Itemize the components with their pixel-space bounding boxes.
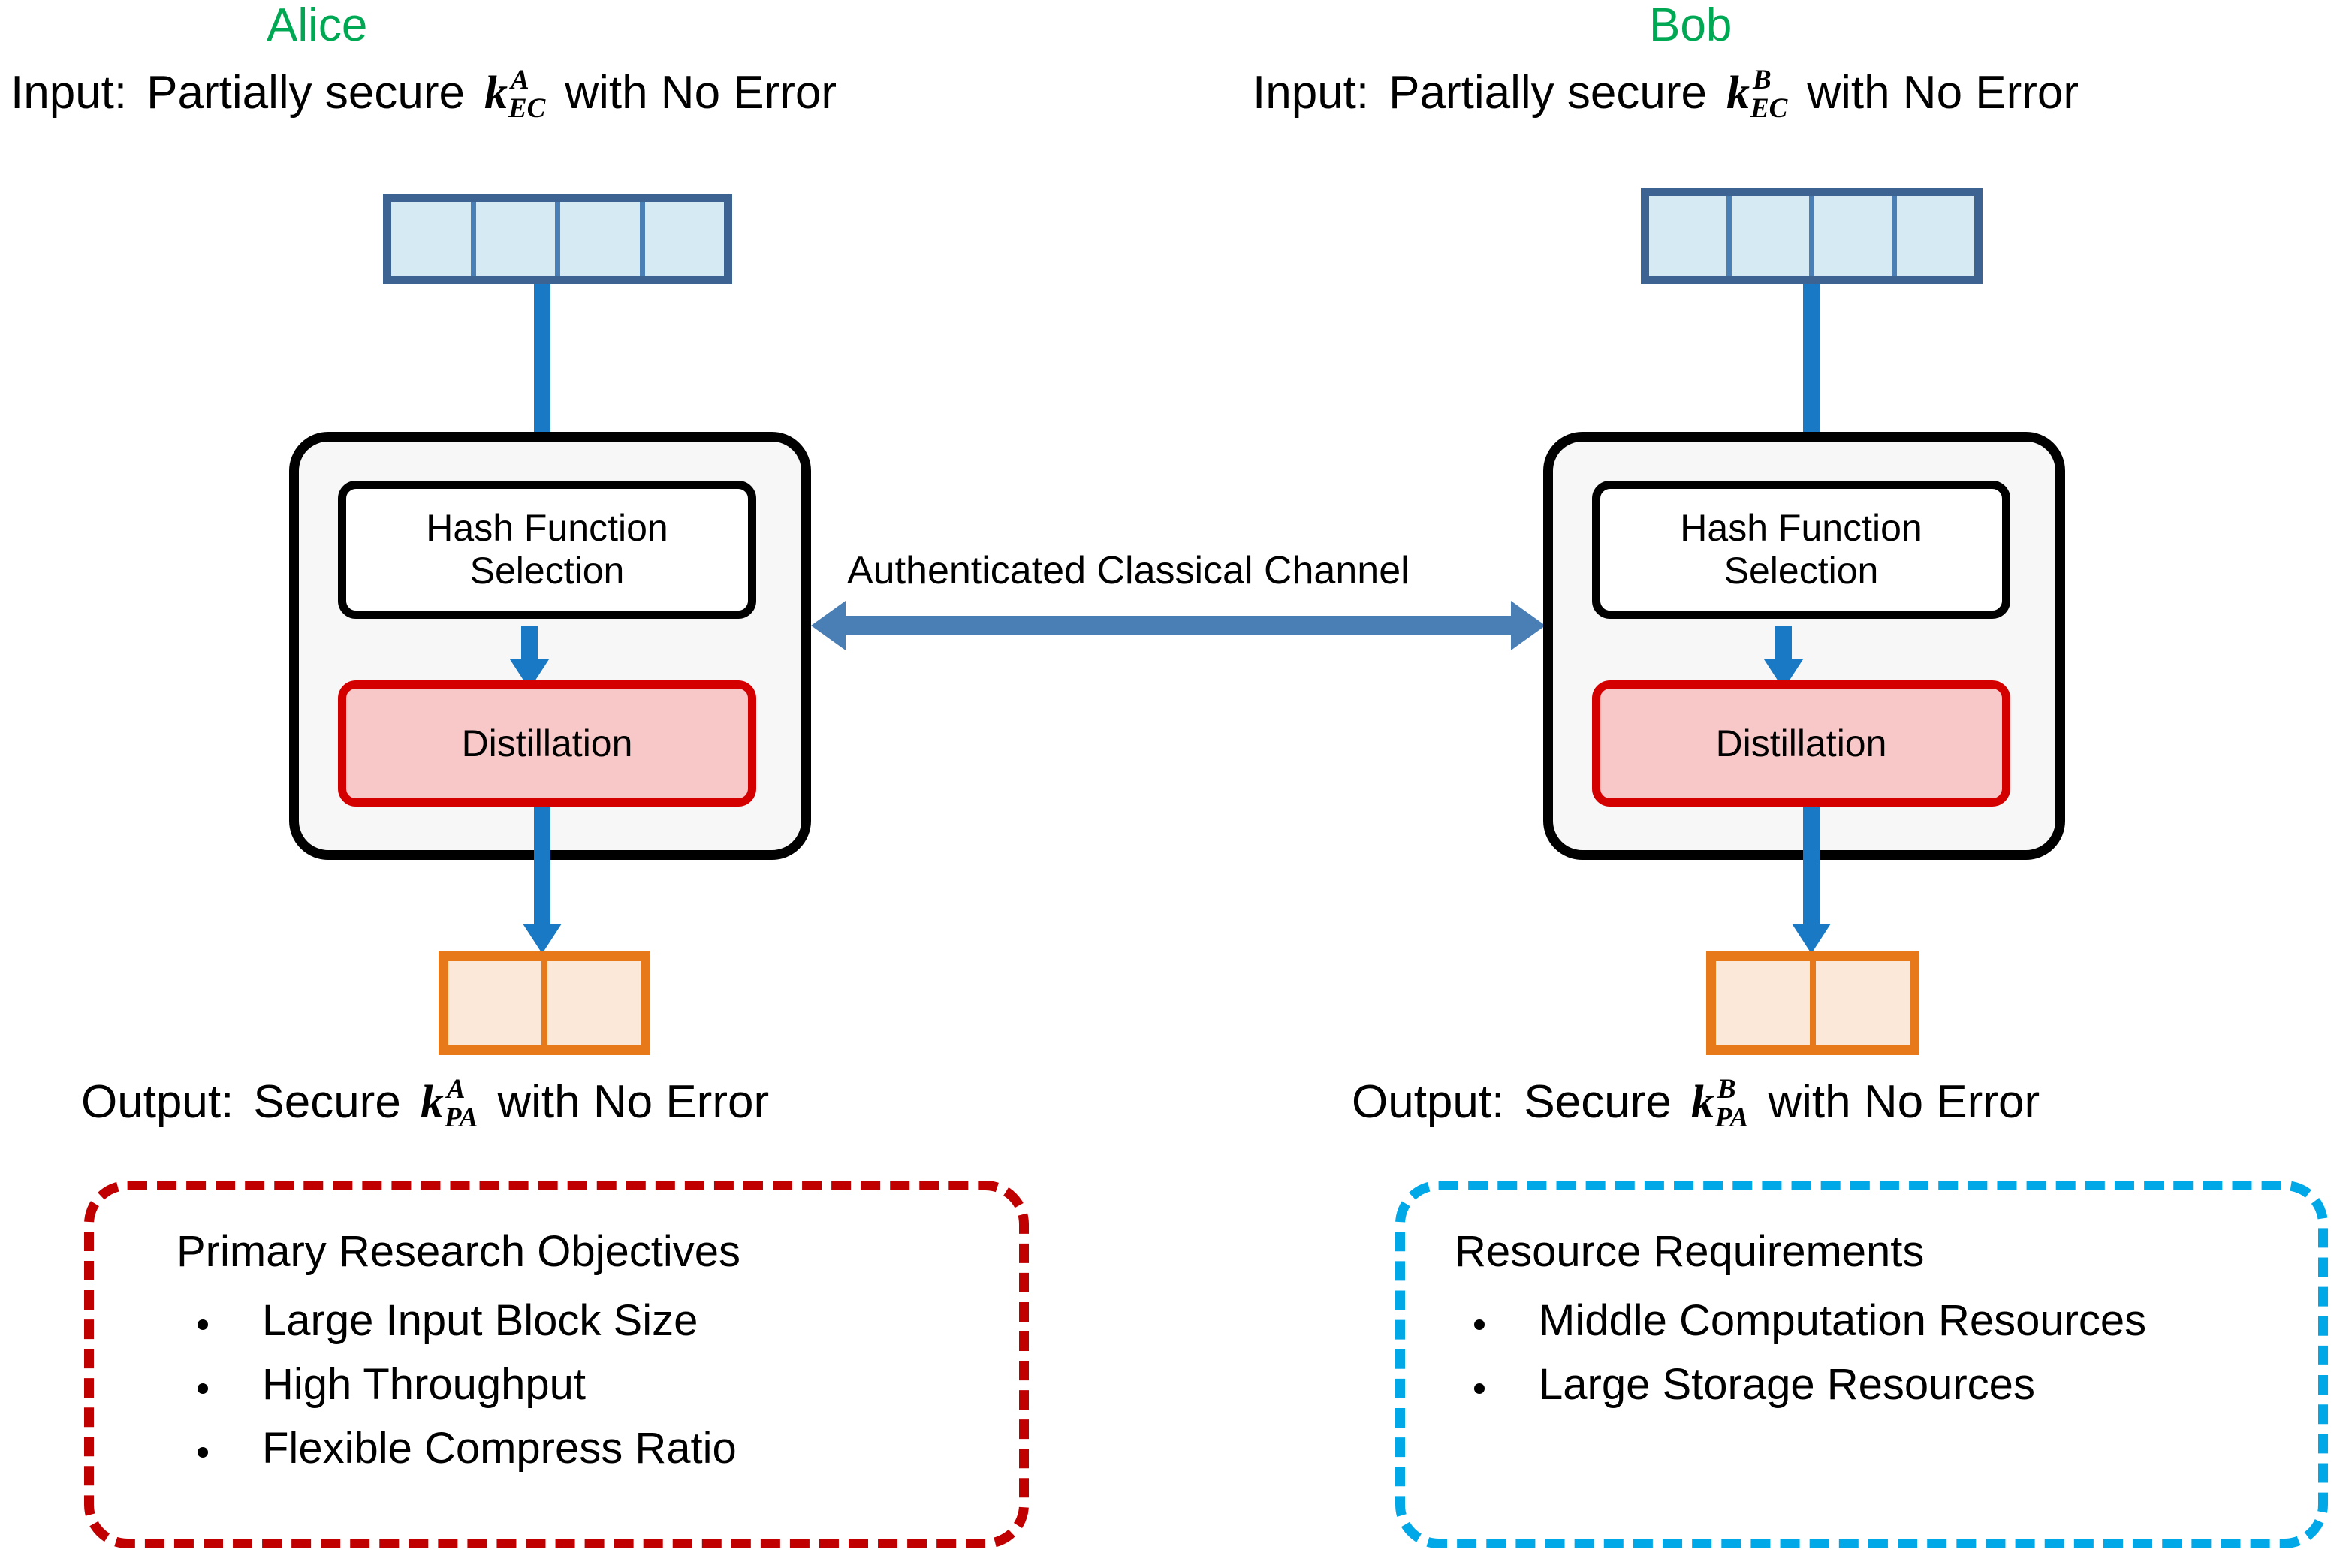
hash-box-line2: Selection	[1723, 550, 1879, 592]
bob-output-middle: Secure	[1524, 1076, 1672, 1128]
alice-objectives-callout: Primary Research Objectives Large Input …	[84, 1181, 1029, 1548]
alice-output-key-base: k	[420, 1077, 444, 1128]
alice-input-middle: Partially secure	[146, 67, 465, 119]
bob-input-middle: Partially secure	[1389, 67, 1707, 119]
list-item: Flexible Compress Ratio	[198, 1423, 737, 1473]
bullet-text: Middle Computation Resources	[1539, 1296, 2147, 1345]
list-item: Large Input Block Size	[198, 1295, 737, 1346]
party-title-bob: Bob	[1649, 0, 1732, 51]
key-cell	[555, 202, 640, 276]
bob-input-prefix: Input:	[1253, 67, 1370, 119]
list-item: Large Storage Resources	[1474, 1359, 2146, 1410]
key-cell	[1809, 196, 1892, 276]
key-cell	[1892, 196, 1974, 276]
bob-hash-function-selection-box[interactable]: Hash Function Selection	[1592, 481, 2010, 619]
bullet-text: Large Input Block Size	[262, 1296, 698, 1345]
bob-output-key-symbol: k B PA	[1690, 1074, 1749, 1144]
bullet-dot-icon	[198, 1319, 208, 1330]
alice-input-key-sup: A	[510, 65, 529, 95]
hash-box-line2: Selection	[469, 550, 625, 592]
resources-bullet-list: Middle Computation Resources Large Stora…	[1474, 1295, 2146, 1423]
bullet-dot-icon	[1474, 1319, 1485, 1330]
list-item: Middle Computation Resources	[1474, 1295, 2146, 1346]
bob-distillation-box[interactable]: Distillation	[1592, 680, 2010, 807]
channel-label: Authenticated Classical Channel	[847, 549, 1410, 593]
bob-arrow-module-to-output	[1789, 807, 1834, 954]
bob-output-suffix: with No Error	[1768, 1076, 2040, 1128]
alice-arrow-hash-to-distillation	[507, 626, 552, 689]
alice-processing-module: Hash Function Selection Distillation	[289, 432, 811, 860]
alice-output-suffix: with No Error	[497, 1076, 770, 1128]
key-cell	[1716, 961, 1810, 1045]
alice-output-key-symbol: k A PA	[420, 1074, 478, 1144]
bob-output-prefix: Output:	[1352, 1076, 1505, 1128]
key-cell	[448, 961, 541, 1045]
bob-input-key-block	[1641, 188, 1983, 284]
alice-output-key-sup: A	[446, 1074, 466, 1105]
key-cell	[639, 202, 725, 276]
bullet-dot-icon	[198, 1383, 208, 1394]
bullet-text: Large Storage Resources	[1539, 1360, 2035, 1409]
key-cell	[1726, 196, 1809, 276]
arrow-head-left-icon	[811, 601, 846, 650]
bob-input-key-sub: EC	[1750, 93, 1788, 125]
list-item: High Throughput	[198, 1359, 737, 1410]
distillation-label: Distillation	[461, 722, 633, 764]
alice-input-prefix: Input:	[11, 67, 128, 119]
alice-arrow-module-to-output	[520, 807, 565, 954]
alice-output-middle: Secure	[253, 1076, 401, 1128]
callout-title-objectives: Primary Research Objectives	[176, 1227, 740, 1276]
key-cell	[541, 961, 641, 1045]
hash-box-line1: Hash Function	[426, 507, 668, 549]
alice-input-key-block	[383, 194, 732, 284]
alice-hash-function-selection-box[interactable]: Hash Function Selection	[338, 481, 756, 619]
bob-processing-module: Hash Function Selection Distillation	[1543, 432, 2065, 860]
bob-input-line: Input: Partially secure k B EC with No E…	[1253, 66, 2079, 134]
key-cell	[1649, 196, 1726, 276]
bullet-text: Flexible Compress Ratio	[262, 1424, 737, 1473]
alice-input-key-symbol: k A EC	[484, 65, 546, 134]
bullet-text: High Throughput	[262, 1360, 587, 1409]
bullet-dot-icon	[198, 1447, 208, 1458]
alice-output-key-block	[439, 951, 650, 1055]
bob-resources-callout: Resource Requirements Middle Computation…	[1395, 1181, 2328, 1548]
alice-output-prefix: Output:	[81, 1076, 234, 1128]
bob-output-key-base: k	[1690, 1077, 1714, 1128]
alice-input-line: Input: Partially secure k A EC with No E…	[11, 66, 837, 134]
arrow-shaft	[844, 616, 1512, 635]
arrow-head-right-icon	[1511, 601, 1545, 650]
alice-distillation-box[interactable]: Distillation	[338, 680, 756, 807]
distillation-label: Distillation	[1715, 722, 1887, 764]
party-title-alice: Alice	[267, 0, 368, 51]
key-cell	[1810, 961, 1910, 1045]
bob-input-suffix: with No Error	[1807, 67, 2079, 119]
key-cell	[470, 202, 556, 276]
callout-title-resources: Resource Requirements	[1455, 1227, 1925, 1276]
bob-output-key-block	[1706, 951, 1919, 1055]
bullet-dot-icon	[1474, 1383, 1485, 1394]
bob-output-line: Output: Secure k B PA with No Error	[1352, 1075, 2040, 1144]
bob-input-key-sup: B	[1752, 65, 1772, 95]
alice-output-key-sub: PA	[444, 1102, 478, 1134]
alice-input-key-base: k	[484, 68, 508, 119]
objectives-bullet-list: Large Input Block Size High Throughput F…	[198, 1295, 737, 1487]
bob-output-key-sup: B	[1717, 1074, 1736, 1105]
authenticated-classical-channel-arrow	[811, 601, 1545, 650]
hash-box-line1: Hash Function	[1680, 507, 1922, 549]
key-cell	[391, 202, 471, 276]
bob-arrow-hash-to-distillation	[1761, 626, 1806, 689]
alice-input-suffix: with No Error	[565, 67, 837, 119]
alice-output-line: Output: Secure k A PA with No Error	[81, 1075, 769, 1144]
bob-input-key-base: k	[1726, 68, 1750, 119]
bob-input-key-symbol: k B EC	[1726, 65, 1788, 134]
bob-output-key-sub: PA	[1714, 1102, 1749, 1134]
alice-input-key-sub: EC	[508, 93, 546, 125]
